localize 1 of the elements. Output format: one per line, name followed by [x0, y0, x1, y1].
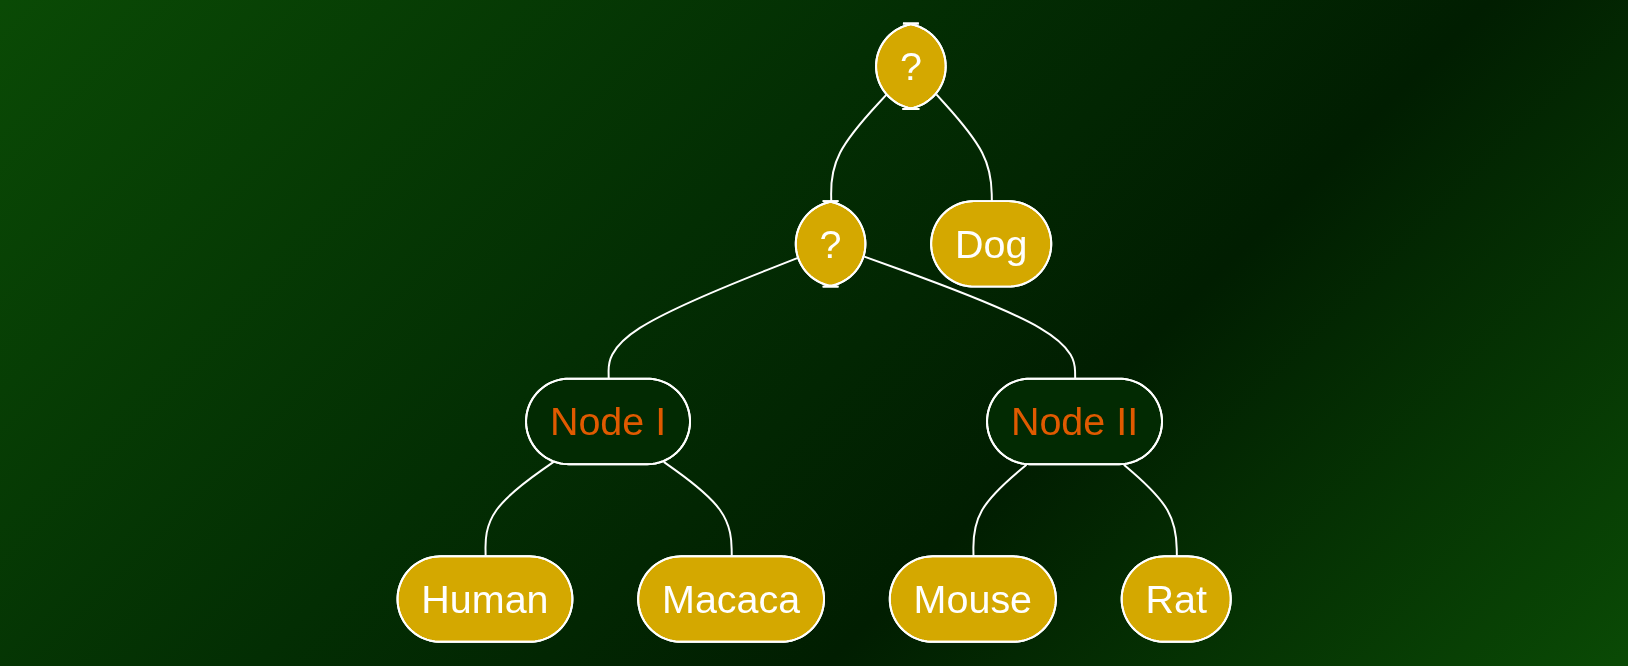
connector	[863, 255, 1077, 381]
